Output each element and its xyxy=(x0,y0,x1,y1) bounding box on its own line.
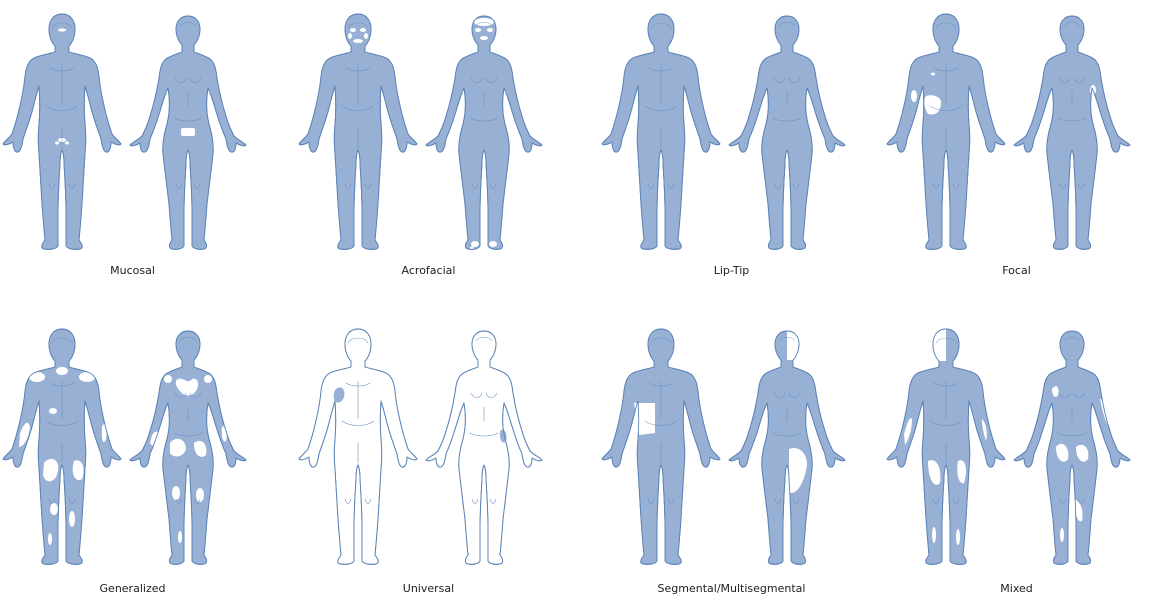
male-figure xyxy=(298,8,418,251)
depigmented-patch xyxy=(350,28,356,32)
female-body xyxy=(130,331,246,564)
female-figure xyxy=(128,323,248,566)
depigmented-patch xyxy=(364,33,368,39)
panel-acrofacial: Acrofacial xyxy=(296,0,561,295)
depigmented-patch xyxy=(931,73,935,76)
depigmented-patch xyxy=(1101,131,1103,134)
female-body xyxy=(729,16,845,249)
depigmented-patch xyxy=(480,36,488,40)
female-figure xyxy=(424,8,544,251)
depigmented-patch xyxy=(475,28,481,32)
female-figure xyxy=(727,8,847,251)
panel-segmental: Segmental/Multisegmental xyxy=(599,305,864,600)
male-figure xyxy=(298,323,418,566)
panel-label: Mixed xyxy=(884,582,1149,595)
depigmented-patch xyxy=(65,142,69,145)
depigmented-patch xyxy=(353,39,363,43)
panel-label: Universal xyxy=(296,582,561,595)
female-body xyxy=(729,331,845,564)
depigmented-patch xyxy=(471,241,479,247)
panel-focal: Focal xyxy=(884,0,1149,295)
depigmented-patch xyxy=(56,367,68,375)
depigmented-patch xyxy=(181,128,195,136)
male-figure xyxy=(601,323,721,566)
depigmented-patch xyxy=(69,511,75,527)
panel-label: Segmental/Multisegmental xyxy=(599,582,864,595)
depigmented-patch xyxy=(178,531,182,543)
depigmented-patch xyxy=(55,142,59,145)
female-figure xyxy=(424,323,544,566)
panel-lip-tip: Lip-Tip xyxy=(599,0,864,295)
depigmented-patch xyxy=(487,28,493,32)
female-figure xyxy=(727,323,847,566)
depigmented-patch xyxy=(164,375,172,383)
depigmented-patch xyxy=(933,329,946,361)
depigmented-patch xyxy=(956,529,960,545)
male-figure xyxy=(886,323,1006,566)
female-figure xyxy=(128,8,248,251)
depigmented-patch xyxy=(932,527,936,543)
depigmented-patch xyxy=(634,403,655,435)
female-body xyxy=(1014,16,1130,249)
panel-generalized: Generalized xyxy=(0,305,265,600)
panel-label: Acrofacial xyxy=(296,264,561,277)
depigmented-patch xyxy=(360,28,366,32)
depigmented-patch xyxy=(49,408,57,414)
male-figure xyxy=(2,8,122,251)
panel-label: Focal xyxy=(884,264,1149,277)
female-figure xyxy=(1012,8,1132,251)
depigmented-patch xyxy=(79,372,95,382)
depigmented-patch xyxy=(58,28,66,31)
depigmented-patch xyxy=(50,503,58,515)
panel-universal: Universal xyxy=(296,305,561,600)
depigmented-patch xyxy=(489,241,497,247)
depigmented-patch xyxy=(1098,126,1101,130)
depigmented-patch xyxy=(48,533,52,545)
panel-mixed: Mixed xyxy=(884,305,1149,600)
depigmented-patch xyxy=(911,90,917,102)
female-body xyxy=(1014,331,1130,564)
depigmented-patch xyxy=(29,372,45,382)
depigmented-patch xyxy=(172,486,180,500)
female-body xyxy=(426,331,542,564)
depigmented-patch xyxy=(204,375,212,383)
female-figure xyxy=(1012,323,1132,566)
depigmented-patch xyxy=(787,331,799,360)
depigmented-patch xyxy=(348,33,352,39)
male-figure xyxy=(601,8,721,251)
panel-label: Lip-Tip xyxy=(599,264,864,277)
depigmented-patch xyxy=(1060,528,1064,542)
male-figure xyxy=(886,8,1006,251)
panel-mucosal: Mucosal xyxy=(0,0,265,295)
male-figure xyxy=(2,323,122,566)
female-body xyxy=(426,16,542,249)
panel-label: Mucosal xyxy=(0,264,265,277)
panel-label: Generalized xyxy=(0,582,265,595)
